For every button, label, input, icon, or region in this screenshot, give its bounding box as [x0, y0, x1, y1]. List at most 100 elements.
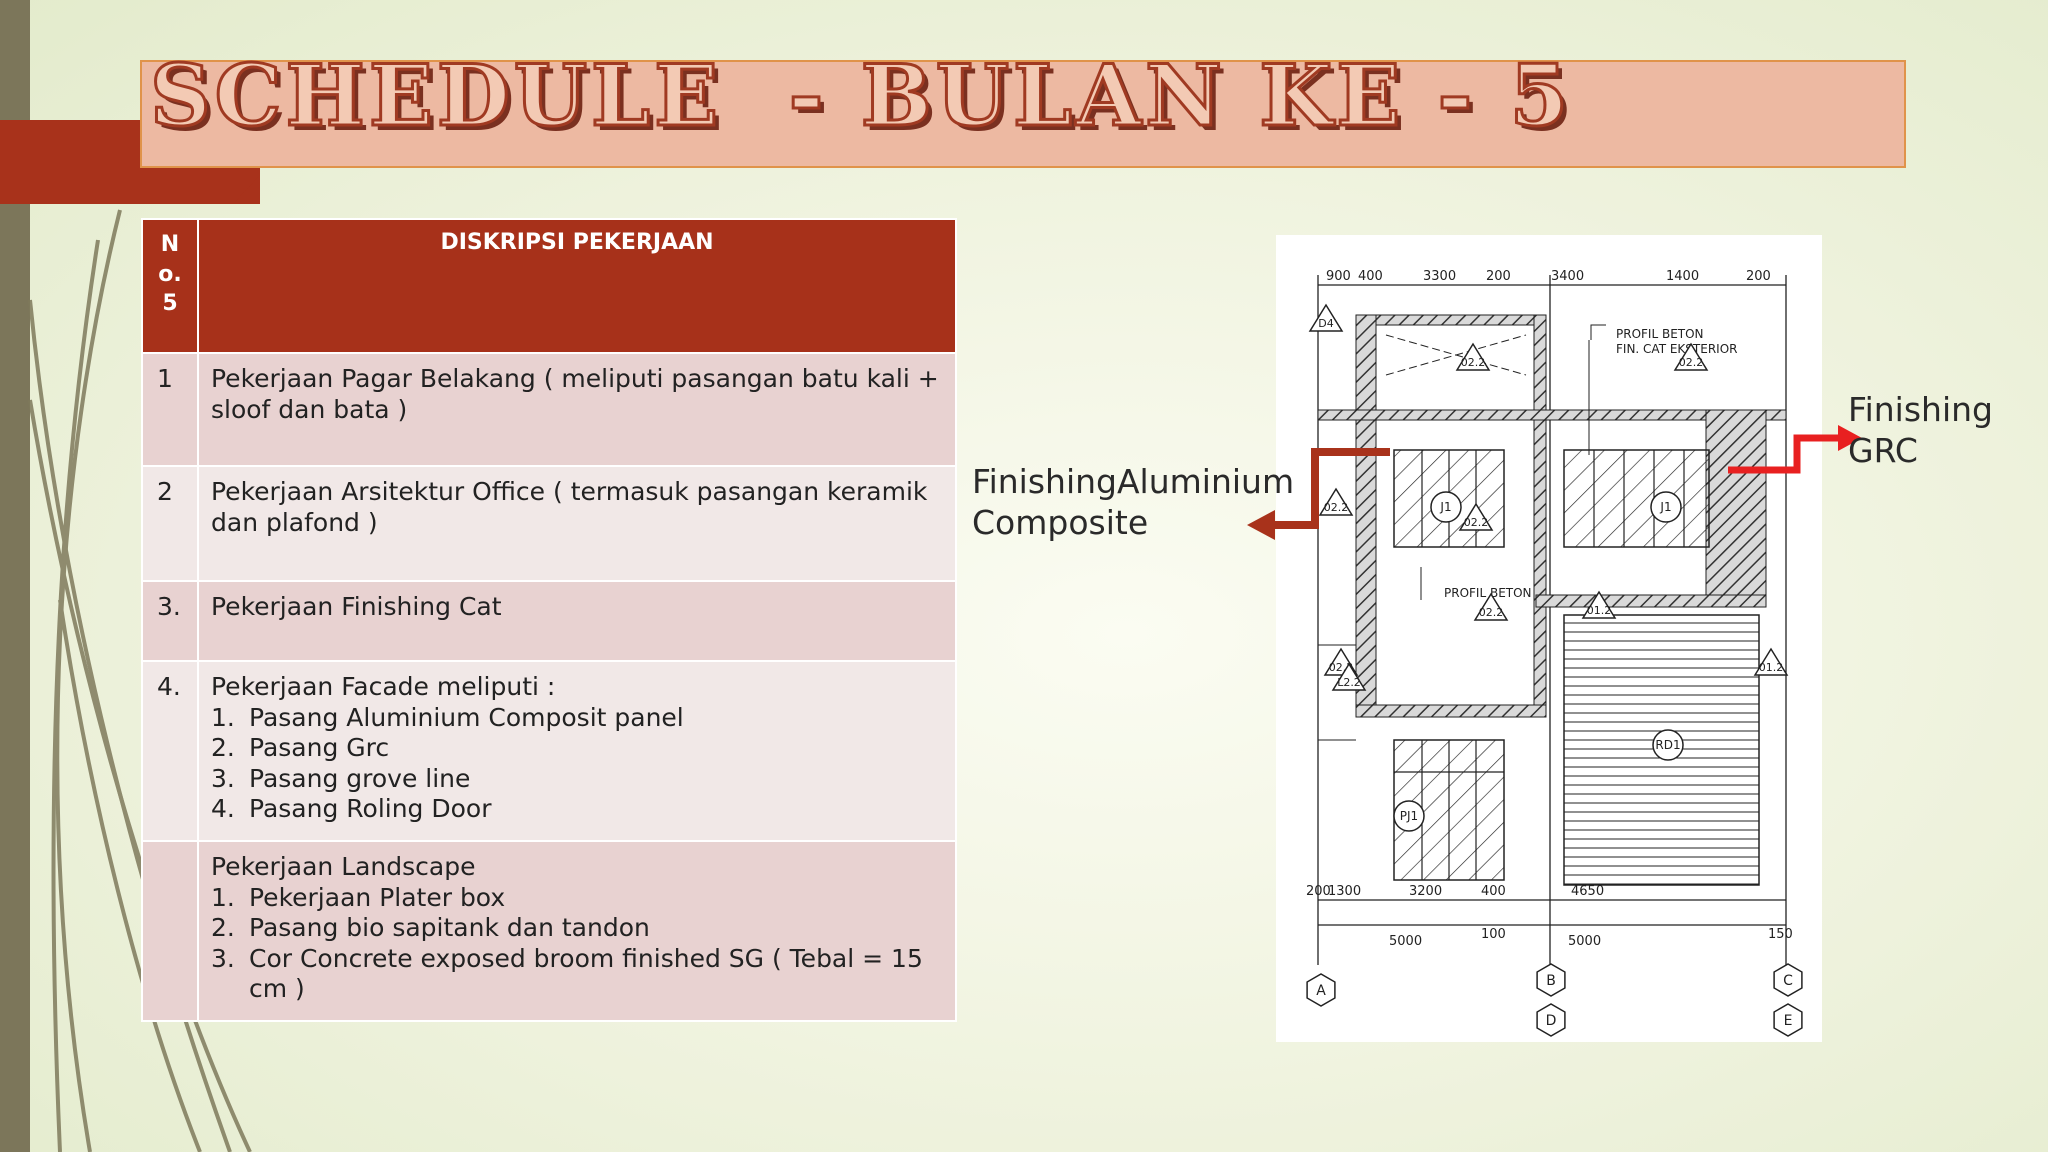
row-number: 1: [141, 352, 199, 467]
tag-label: 01.2: [1587, 604, 1612, 617]
row-heading: Pekerjaan Facade meliputi :: [211, 672, 556, 701]
dimension-label: 5000: [1389, 934, 1422, 949]
svg-text:PROFIL BETON: PROFIL BETON: [1616, 327, 1704, 341]
axis-marker: [1536, 963, 1566, 997]
axis-marker-label: A: [1316, 983, 1326, 999]
axis-marker: [1306, 973, 1336, 1007]
circle-tag-label: RD1: [1655, 738, 1680, 752]
header-description: DISKRIPSI PEKERJAAN: [197, 218, 957, 354]
row-description: Pekerjaan Landscape 1.Pekerjaan Plater b…: [197, 840, 957, 1022]
row-number: 2: [141, 465, 199, 582]
table-row: 4. Pekerjaan Facade meliputi : 1.Pasang …: [141, 660, 957, 842]
grid-axis-markers: A B C D E: [1306, 963, 1803, 1037]
dimension-label: 100: [1481, 927, 1506, 942]
tag-triangle: [1318, 487, 1354, 516]
tag-triangle: [1308, 303, 1344, 332]
axis-marker: [1773, 963, 1803, 997]
circle-tag: [1652, 729, 1684, 761]
tag-label: 01.2: [1759, 661, 1784, 674]
row-description: Pekerjaan Finishing Cat: [197, 580, 957, 662]
tag-label: D4: [1318, 317, 1333, 330]
dimension-label: 3400: [1551, 269, 1584, 284]
dimension-label: 4650: [1571, 884, 1604, 899]
axis-marker: [1536, 1003, 1566, 1037]
list-item: 2.Pasang Grc: [211, 733, 390, 762]
circle-tag-label: PJ1: [1400, 809, 1418, 823]
dimension-label: 1400: [1666, 269, 1699, 284]
circle-tag: [1650, 491, 1682, 523]
svg-text:PROFIL BETON: PROFIL BETON: [1444, 586, 1532, 600]
tag-triangle: [1473, 592, 1509, 621]
dimension-label: 200: [1746, 269, 1771, 284]
arrow-left-icon: [1247, 510, 1275, 540]
axis-marker: [1773, 1003, 1803, 1037]
tag-triangle: [1455, 342, 1491, 371]
axis-marker-label: D: [1546, 1013, 1557, 1029]
drawing-notes: PROFIL BETON FIN. CAT EKSTERIOR PROFIL B…: [1444, 327, 1738, 600]
title-banner: [140, 60, 1906, 168]
annotation-grc: Finishing GRC: [1848, 390, 1993, 471]
row-description: Pekerjaan Facade meliputi : 1.Pasang Alu…: [197, 660, 957, 842]
circle-tag-label: J1: [1439, 500, 1451, 514]
rolling-door-lines: [1564, 622, 1759, 885]
dimension-label: 200: [1306, 884, 1331, 899]
axis-marker-label: C: [1783, 973, 1793, 989]
tag-triangle: [1673, 342, 1709, 371]
axis-marker-label: E: [1784, 1013, 1793, 1029]
tag-label: 02.2: [1461, 356, 1486, 369]
list-item: 3.Pasang grove line: [211, 763, 471, 793]
dimension-label: 5000: [1568, 934, 1601, 949]
row-description: Pekerjaan Arsitektur Office ( termasuk p…: [197, 465, 957, 582]
table-row: 2 Pekerjaan Arsitektur Office ( termasuk…: [141, 465, 957, 582]
dimension-label: 1300: [1328, 884, 1361, 899]
list-item: 1.Pekerjaan Plater box: [211, 882, 506, 912]
row-number: [141, 840, 199, 1022]
facade-list: 1.Pasang Aluminium Composit panel 2.Pasa…: [211, 703, 943, 825]
arrow-right-icon: [1838, 425, 1862, 451]
tag-label: 02.2: [1464, 516, 1489, 529]
tag-label: 02.2: [1324, 501, 1349, 514]
axis-marker-label: B: [1546, 973, 1556, 989]
tag-label: 02.2: [1679, 356, 1704, 369]
slide-title: SCHEDULE - BULAN KE - 5: [148, 45, 1573, 147]
circle-tag-label: J1: [1659, 500, 1671, 514]
list-item: 4.Pasang Roling Door: [211, 794, 492, 823]
list-item: 3.Cor Concrete exposed broom finished SG…: [211, 943, 923, 1004]
row-description: Pekerjaan Pagar Belakang ( meliputi pasa…: [197, 352, 957, 467]
dimension-label: 3200: [1409, 884, 1442, 899]
tag-label: L2.2: [1337, 676, 1361, 689]
circle-tag: [1393, 800, 1425, 832]
list-item: 1.Pasang Aluminium Composit panel: [211, 702, 684, 732]
svg-text:FIN. CAT EKSTERIOR: FIN. CAT EKSTERIOR: [1616, 342, 1738, 356]
dimension-lines: [1317, 275, 1787, 995]
dimension-label: 3300: [1423, 269, 1456, 284]
table-row: 1 Pekerjaan Pagar Belakang ( meliputi pa…: [141, 352, 957, 467]
circle-tag: [1430, 491, 1462, 523]
tag-triangle: [1581, 590, 1617, 619]
annotation-aluminium-composite: FinishingAluminium Composite: [972, 462, 1295, 543]
landscape-list: 1.Pekerjaan Plater box 2.Pasang bio sapi…: [211, 883, 943, 1005]
list-item: 2.Pasang bio sapitank dan tandon: [211, 913, 650, 942]
row-heading: Pekerjaan Landscape: [211, 852, 476, 881]
dimension-label: 400: [1358, 269, 1383, 284]
decorative-curves: [28, 209, 252, 1152]
tag-label: 02.2: [1479, 606, 1504, 619]
tag-triangle: [1753, 647, 1789, 676]
table-row: 3. Pekerjaan Finishing Cat: [141, 580, 957, 662]
row-number: 4.: [141, 660, 199, 842]
table-row: Pekerjaan Landscape 1.Pekerjaan Plater b…: [141, 840, 957, 1022]
dimension-label: 200: [1486, 269, 1511, 284]
dimension-label: 400: [1481, 884, 1506, 899]
row-number: 3.: [141, 580, 199, 662]
tag-triangle: [1458, 502, 1494, 531]
